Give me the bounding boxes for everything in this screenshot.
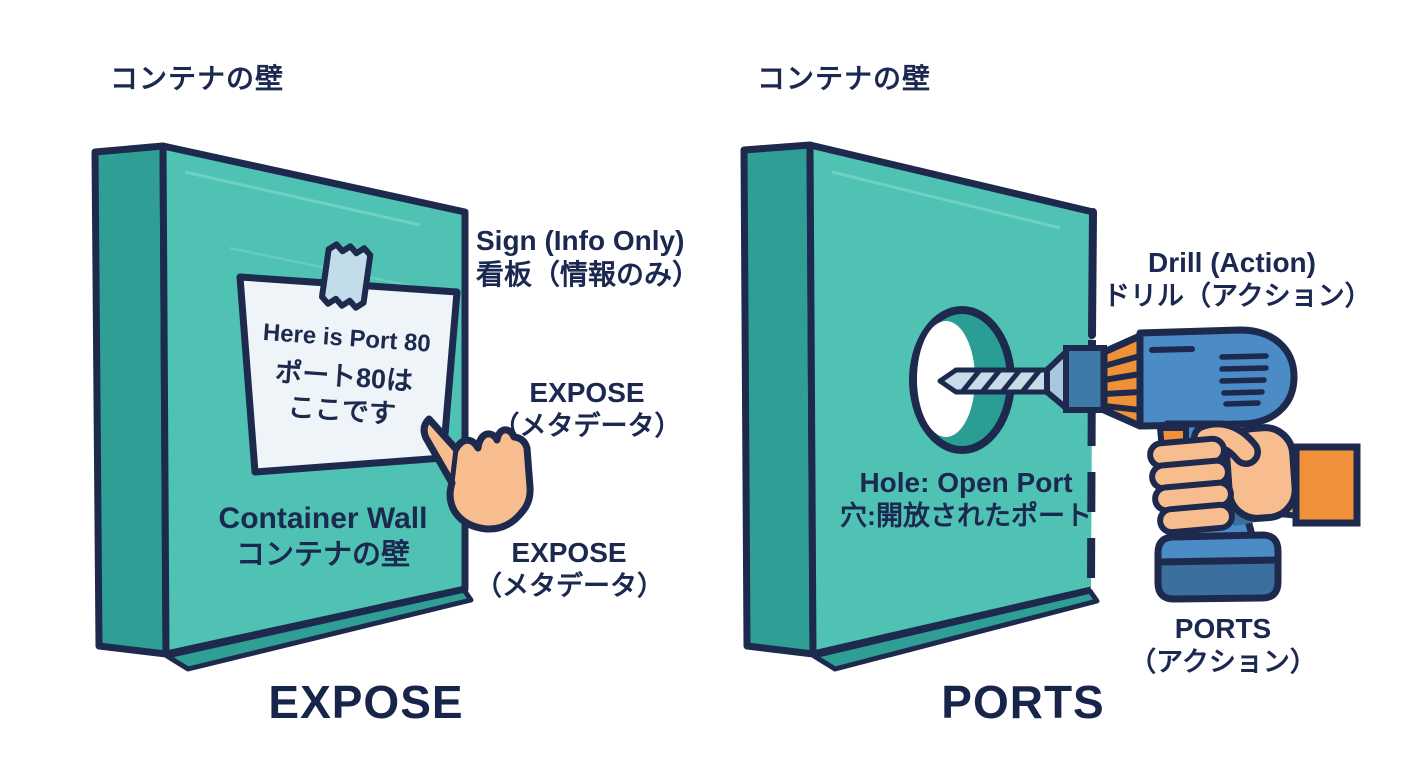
drill-battery bbox=[1154, 531, 1282, 603]
drill-bit bbox=[937, 367, 1051, 395]
container-wall-en: Container Wall bbox=[218, 502, 428, 535]
expose-lower-ja: （メタデータ） bbox=[475, 571, 664, 602]
gripping-hand-icon bbox=[1147, 420, 1361, 536]
sticky-note-text: Here is Port 80 ポート80は ここです bbox=[243, 318, 446, 434]
sleeve-cuff bbox=[1292, 443, 1361, 527]
expose-lower-en: EXPOSE bbox=[511, 537, 627, 568]
drill-label-en: Drill (Action) bbox=[1148, 247, 1316, 278]
container-wall-ja: コンテナの壁 bbox=[235, 538, 410, 571]
sign-label-en: Sign (Info Only) bbox=[476, 225, 685, 256]
tape-icon bbox=[319, 241, 374, 311]
drill-action-label: Drill (Action) ドリル（アクション） bbox=[1103, 246, 1372, 313]
expose-upper-ja: （メタデータ） bbox=[492, 411, 682, 442]
right-wall-top-label: コンテナの壁 bbox=[757, 63, 932, 94]
ports-action-label: PORTS （アクション） bbox=[1128, 612, 1318, 679]
left-wall-top-label: コンテナの壁 bbox=[110, 63, 285, 94]
hole-label-ja: 穴:開放されたポート bbox=[840, 501, 1092, 532]
expose-metadata-upper-label: EXPOSE （メタデータ） bbox=[492, 376, 682, 443]
container-wall-face-label: Container Wall コンテナの壁 bbox=[200, 501, 446, 573]
expose-title: EXPOSE bbox=[268, 676, 464, 728]
expose-upper-en: EXPOSE bbox=[529, 377, 645, 408]
expose-metadata-lower-label: EXPOSE （メタデータ） bbox=[475, 536, 664, 603]
ports-label-ja: （アクション） bbox=[1129, 647, 1317, 678]
hole-label-en: Hole: Open Port bbox=[859, 467, 1073, 498]
pointing-hand-icon bbox=[420, 415, 534, 533]
ports-label-en: PORTS bbox=[1174, 613, 1272, 644]
drill-label-ja: ドリル（アクション） bbox=[1103, 281, 1372, 312]
ports-title: PORTS bbox=[941, 676, 1105, 728]
sign-info-only-label: Sign (Info Only) 看板（情報のみ） bbox=[476, 224, 700, 292]
sign-label-ja: 看板（情報のみ） bbox=[476, 259, 701, 291]
hole-open-port-label: Hole: Open Port 穴:開放されたポート bbox=[818, 466, 1114, 533]
